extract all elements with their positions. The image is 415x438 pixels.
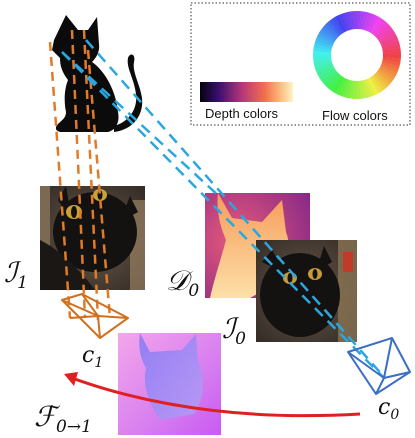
color-wheel-segment (363, 12, 373, 31)
color-wheel-icon (313, 11, 401, 99)
color-wheel-segment (318, 67, 336, 81)
color-wheel-segment (352, 80, 357, 99)
color-wheel-segment (359, 80, 365, 99)
color-wheel-segment (376, 26, 394, 41)
cat-silhouette-icon (52, 15, 143, 132)
color-wheel-segment (323, 23, 339, 39)
color-wheel-segment (376, 69, 394, 84)
color-wheel-segment (369, 76, 383, 94)
color-wheel-segment (320, 26, 338, 41)
depth-colors-label: Depth colors (205, 106, 278, 121)
label-d0: 𝒟0 (166, 264, 199, 301)
color-wheel-segment (335, 15, 347, 33)
color-wheel-segment (313, 57, 332, 63)
color-wheel-segment (313, 50, 332, 55)
color-wheel-segment (361, 80, 369, 99)
projection-lines-camera0 (61, 39, 386, 379)
label-c1: c1 (82, 343, 103, 371)
color-wheel-segment (371, 74, 386, 92)
color-wheel-segment (367, 15, 380, 33)
color-wheel-segment (313, 47, 332, 53)
color-wheel-segment (373, 21, 389, 37)
color-wheel-segment (370, 16, 383, 34)
color-wheel-segment (357, 11, 362, 30)
color-wheel-segment (373, 73, 389, 89)
color-wheel-segment (356, 80, 361, 99)
color-wheel-segment (318, 29, 336, 42)
color-wheel-segment (365, 78, 376, 97)
color-wheel-segment (382, 51, 401, 56)
color-wheel-segment (345, 11, 353, 30)
label-c0: c0 (378, 395, 399, 423)
color-wheel-segment (379, 33, 397, 45)
camera-c0-icon (347, 337, 411, 395)
color-wheel-segment (334, 77, 347, 95)
color-wheel-segment (331, 16, 345, 34)
color-wheel-segment (341, 79, 351, 98)
camera-c1-icon (61, 293, 129, 339)
color-wheel-segment (375, 71, 391, 87)
depth-colorbar (200, 82, 293, 102)
color-wheel-segment (341, 12, 351, 31)
color-wheel-segment (382, 55, 401, 60)
color-wheel-segment (382, 57, 401, 63)
color-wheel-segment (363, 79, 373, 98)
color-wheel-segment (320, 69, 338, 84)
color-wheel-segment (371, 18, 386, 36)
color-wheel-segment (313, 59, 332, 67)
color-wheel-segment (325, 21, 341, 37)
legend-box: Depth colors Flow colors (190, 2, 411, 126)
color-wheel-segment (313, 43, 332, 51)
color-wheel-segment (378, 68, 396, 81)
color-wheel-segment (338, 78, 349, 97)
color-wheel-segment (359, 11, 365, 30)
color-wheel-segment (315, 36, 334, 47)
color-wheel-segment (380, 63, 399, 74)
color-wheel-segment (365, 13, 376, 32)
label-i0: ℐ0 (222, 312, 246, 349)
color-wheel-segment (380, 36, 399, 47)
color-wheel-segment (379, 65, 397, 78)
color-wheel-segment (382, 43, 401, 51)
color-wheel-segment (315, 63, 334, 74)
color-wheel-segment (331, 76, 344, 94)
color-wheel-segment (381, 61, 400, 71)
color-wheel-segment (317, 32, 335, 45)
color-wheel-segment (317, 65, 335, 77)
color-wheel-segment (314, 39, 333, 49)
color-wheel-segment (328, 18, 343, 36)
projection-lines-camera1 (48, 29, 112, 321)
label-i1: ℐ1 (4, 256, 28, 293)
color-wheel-segment (313, 54, 332, 59)
color-wheel-segment (345, 80, 353, 99)
color-wheel-segment (323, 71, 339, 87)
flow-colors-label: Flow colors (322, 108, 388, 123)
color-wheel-segment (375, 23, 391, 39)
color-wheel-segment (381, 39, 400, 49)
color-wheel-segment (353, 11, 358, 30)
flow-arrow (64, 372, 361, 418)
flow-map-f01 (118, 333, 221, 435)
color-wheel-segment (338, 13, 349, 32)
color-wheel-segment (314, 61, 333, 71)
color-wheel-segment (382, 59, 401, 67)
color-wheel-segment (367, 77, 379, 95)
color-wheel-segment (349, 80, 355, 99)
color-wheel-segment (349, 11, 355, 30)
color-wheel-segment (328, 74, 343, 92)
label-flow: ℱ0→1 (34, 400, 92, 437)
color-wheel-segment (361, 11, 369, 30)
color-wheel-segment (325, 73, 341, 89)
color-wheel-segment (378, 29, 396, 43)
color-wheel-segment (382, 47, 401, 53)
